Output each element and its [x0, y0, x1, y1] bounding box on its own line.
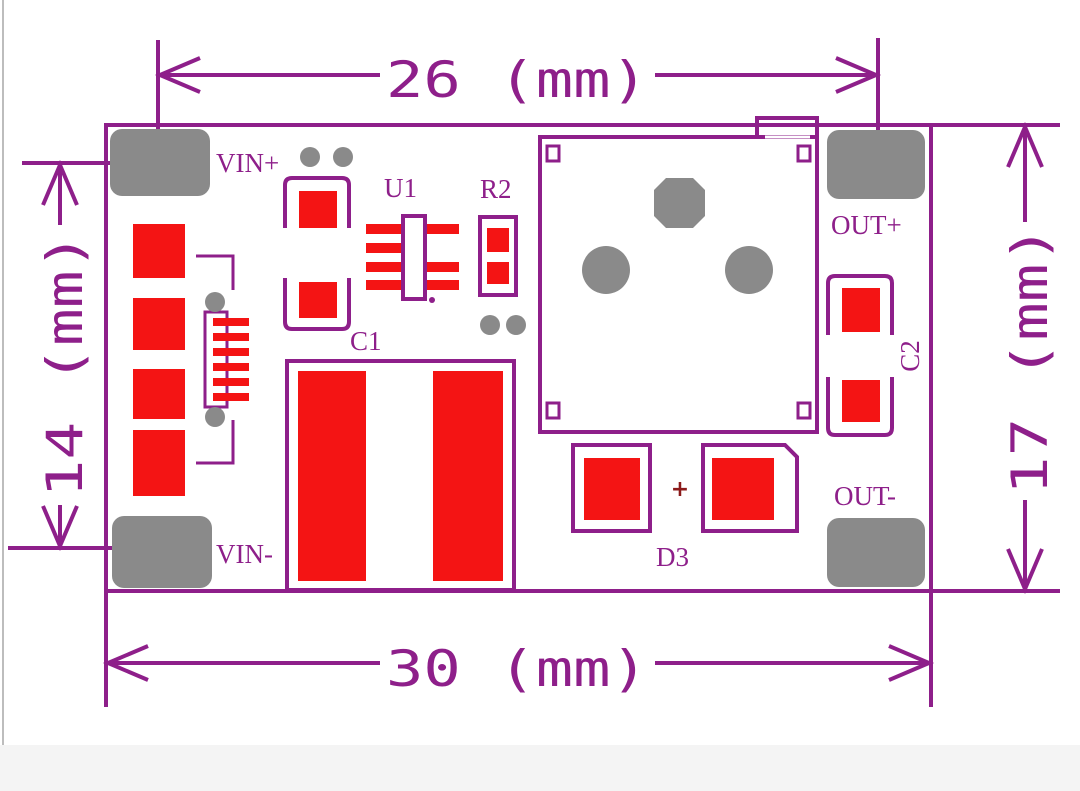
dim-left-label: 14 (mm)	[36, 233, 94, 498]
label-u1: U1	[384, 173, 417, 203]
via	[333, 147, 353, 167]
inductor	[538, 116, 819, 434]
dimension-right	[1006, 121, 1044, 595]
label-c2: C2	[895, 340, 925, 372]
bottom-band	[0, 745, 1080, 791]
usb-connector	[133, 224, 249, 496]
pad-vin-plus	[110, 129, 210, 196]
label-c1: C1	[350, 326, 382, 356]
pad-out-plus	[827, 130, 925, 199]
resistor-r2	[478, 215, 518, 297]
via	[300, 147, 320, 167]
diode-d3	[571, 443, 799, 533]
pad-vin-minus	[112, 516, 212, 588]
label-out-minus: OUT-	[834, 481, 896, 511]
capacitor-c2	[826, 274, 894, 437]
label-d3: D3	[656, 542, 689, 572]
via	[480, 315, 500, 335]
label-r2: R2	[480, 174, 512, 204]
ic-u1	[366, 214, 459, 303]
label-vin-minus: VIN-	[216, 539, 273, 569]
label-out-plus: OUT+	[831, 210, 902, 240]
dim-top-label: 26 (mm)	[386, 51, 648, 109]
board-outline	[104, 123, 933, 593]
pad-out-minus	[827, 518, 925, 587]
power-pads	[285, 359, 516, 592]
dimension-top	[154, 56, 882, 94]
dim-bottom-label: 30 (mm)	[386, 640, 648, 698]
via	[506, 315, 526, 335]
dimension-bottom	[102, 644, 935, 682]
label-vin-plus: VIN+	[216, 148, 279, 178]
capacitor-c1	[283, 176, 351, 331]
dim-right-label: 17 (mm)	[1001, 225, 1059, 495]
dimension-left	[41, 159, 79, 552]
diode-polarity-mark: +	[671, 477, 689, 502]
